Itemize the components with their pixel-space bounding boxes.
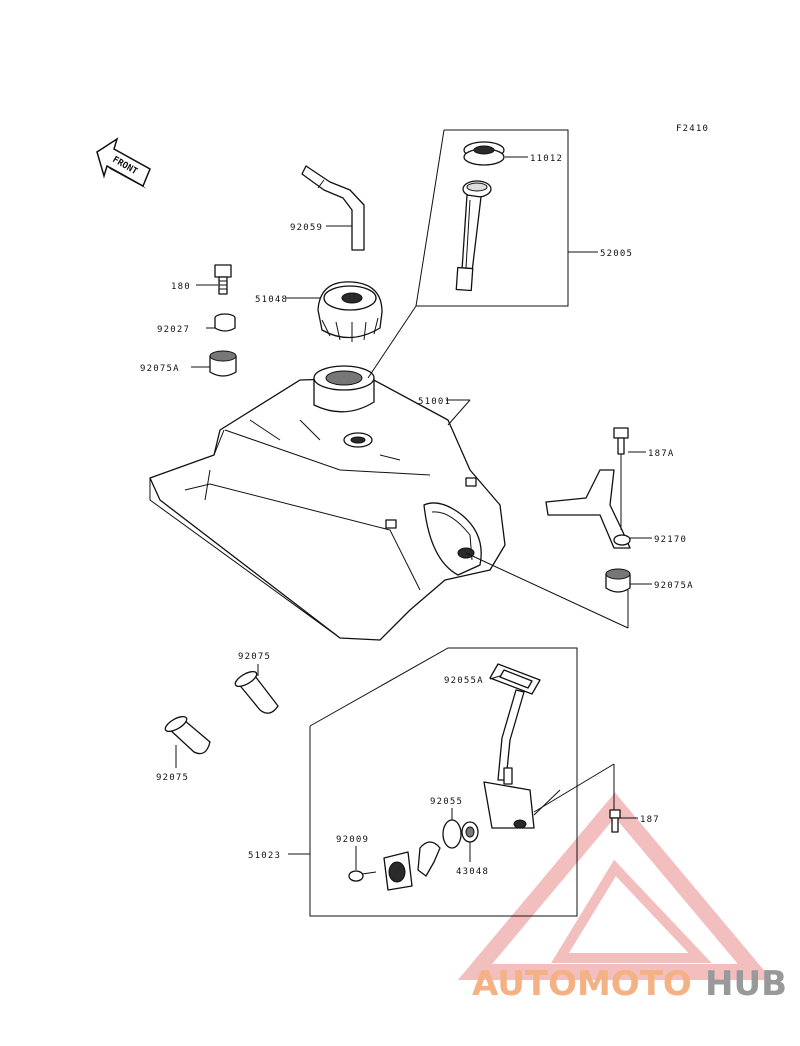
label-52005: 52005: [600, 249, 633, 259]
damper-92075-upper: [234, 670, 279, 714]
front-arrow-icon: FRONT: [96, 137, 151, 189]
label-92170: 92170: [654, 535, 687, 545]
bolt-187A: [613, 427, 629, 455]
label-92075A-right: 92075A: [654, 581, 694, 591]
label-51001: 51001: [418, 397, 451, 407]
damper-92075A-right: [605, 568, 631, 593]
watermark-text-hub: HUB: [705, 964, 787, 1004]
fuel-tank-51001: [149, 365, 506, 641]
label-187A: 187A: [648, 449, 674, 459]
screw-92009: [348, 870, 377, 882]
label-92055A: 92055A: [444, 676, 484, 686]
label-92027: 92027: [157, 325, 190, 335]
label-187: 187: [640, 815, 660, 825]
fuel-cock-group-box: [309, 647, 578, 917]
label-92075-lower: 92075: [156, 773, 189, 783]
label-51023: 51023: [248, 851, 281, 861]
collar-92027: [214, 313, 236, 332]
o-ring-92055: [442, 819, 462, 849]
label-92075-upper: 92075: [238, 652, 271, 662]
fuel-cap-51048: [317, 281, 383, 342]
label-92059: 92059: [290, 223, 323, 233]
fuel-gauge-group-box: [415, 129, 569, 307]
label-43048: 43048: [456, 867, 489, 877]
watermark-logo-icon: [457, 792, 773, 980]
gasket-92055A: [489, 663, 541, 695]
breather-hose-92059: [301, 165, 365, 251]
damper-92075-lower: [164, 715, 211, 755]
label-11012: 11012: [530, 154, 563, 164]
fuel-cock-51023: [483, 689, 561, 829]
label-51048: 51048: [255, 295, 288, 305]
label-92055: 92055: [430, 797, 463, 807]
bolt-180: [214, 264, 232, 295]
damper-92075A-top: [209, 350, 237, 377]
watermark-text-auto-moto: AUTOMOTO: [472, 964, 692, 1004]
leader-lines: [175, 156, 652, 870]
figure-code: F2410: [676, 124, 709, 134]
bracket-92170: [545, 469, 631, 549]
label-92009: 92009: [336, 835, 369, 845]
label-92075A-top: 92075A: [140, 364, 180, 374]
fuel-gauge-52005: [455, 180, 492, 292]
lever-43048: [461, 821, 479, 843]
label-180: 180: [171, 282, 191, 292]
grommet-11012: [463, 141, 505, 166]
fuel-cock-plate: [383, 841, 441, 891]
bolt-187: [609, 809, 621, 833]
